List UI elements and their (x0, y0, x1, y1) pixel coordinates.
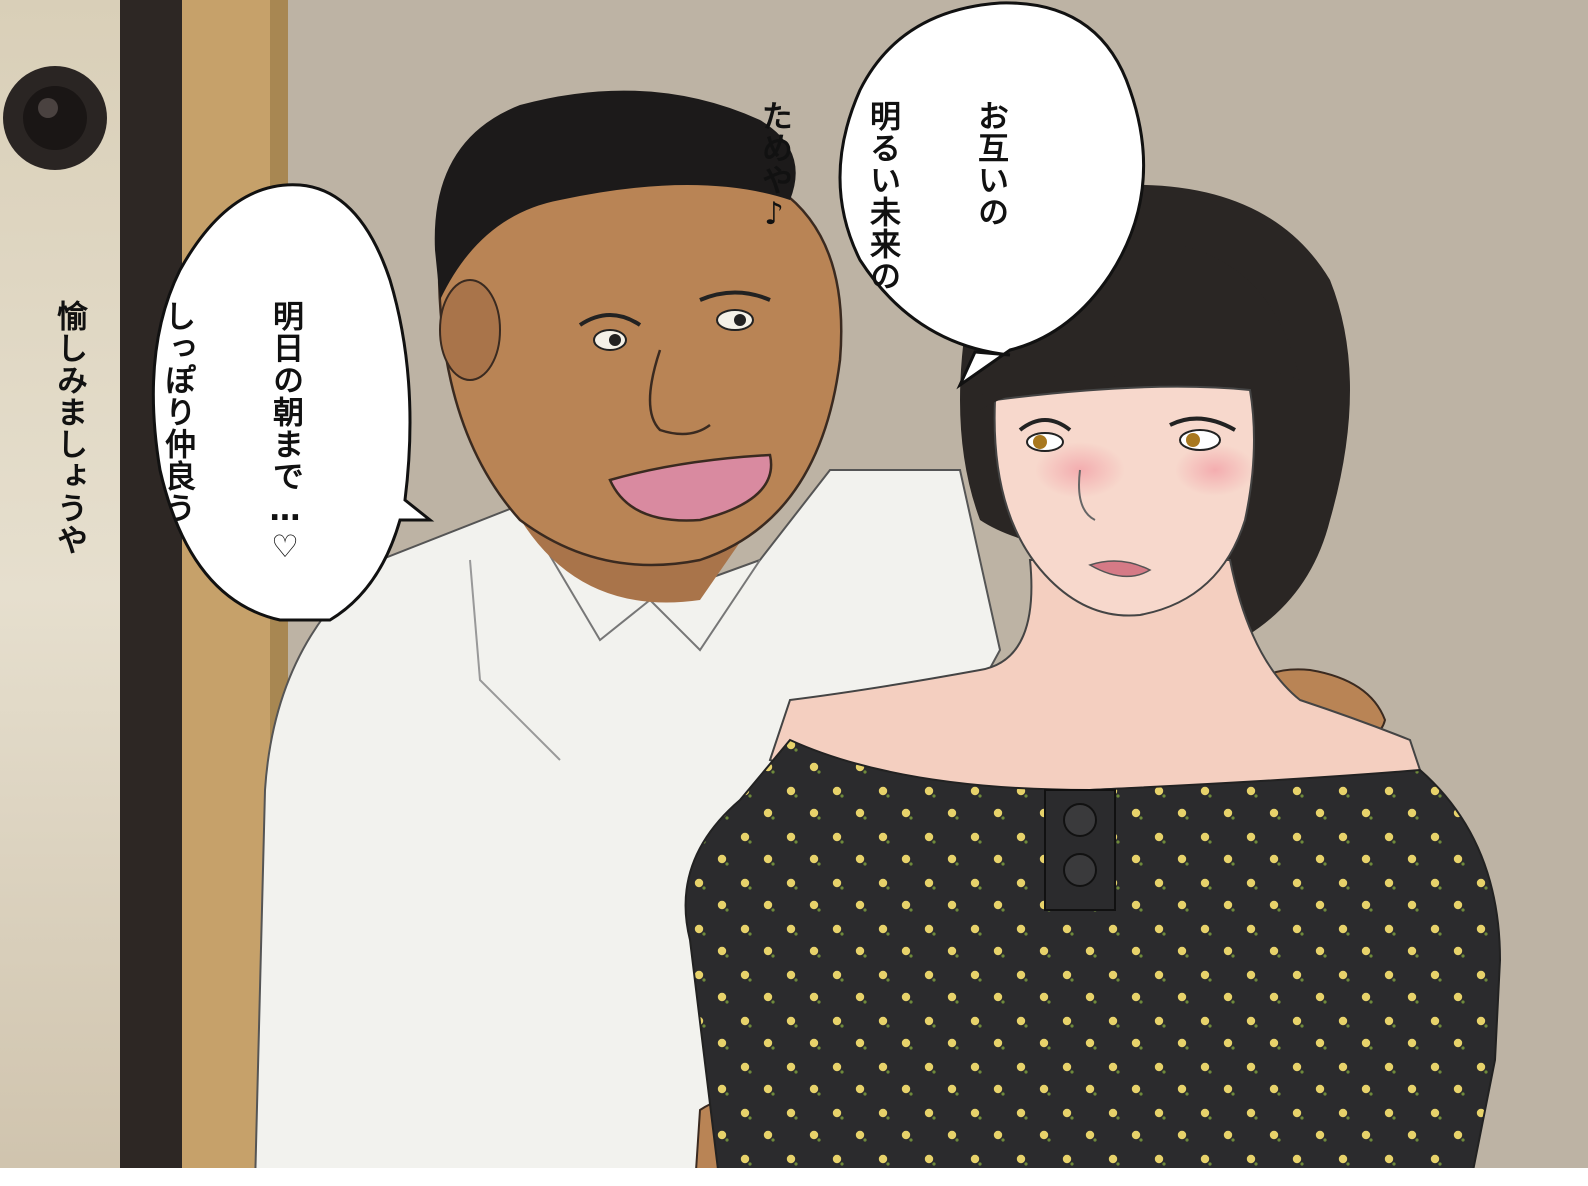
balloon-left-line-3: 愉しみましょうや (51, 300, 87, 556)
balloon-top-text: お互いの 明るい未来の ためや♪ (756, 100, 1080, 340)
woman-mouth (1088, 560, 1152, 578)
balloon-left-line-2: しっぽり仲良う (159, 300, 195, 524)
man-hair (434, 90, 796, 301)
balloon-left-text: 明日の朝まで…♡ しっぽり仲良う 愉しみましょうや (51, 300, 375, 600)
sliding-door (0, 0, 125, 1186)
speech-balloon-top (838, 1, 1146, 390)
balloon-top-line-3: ためや♪ (756, 100, 792, 233)
balloon-top-line-1: お互いの (972, 100, 1008, 228)
woman-dress (684, 738, 1502, 1186)
balloon-top-line-2: 明るい未来の (864, 100, 900, 292)
man-mouth (608, 453, 773, 522)
speech-balloon-left (151, 183, 435, 622)
door-frame-dark (120, 0, 182, 1186)
balloon-left-line-1: 明日の朝まで…♡ (267, 300, 303, 566)
